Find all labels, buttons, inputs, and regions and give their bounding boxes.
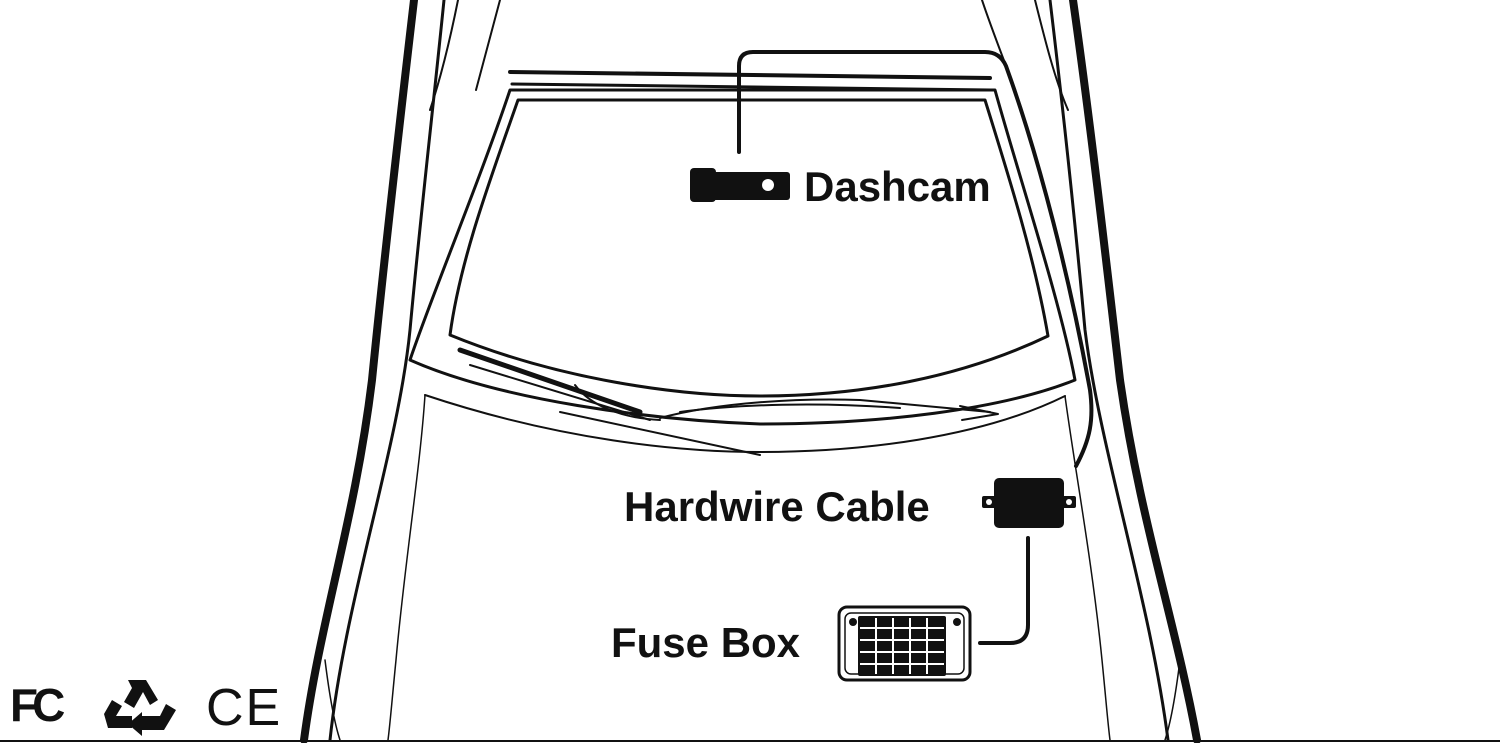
cable-route (737, 50, 1094, 645)
fuse-box-icon (837, 605, 972, 682)
car-body-outline (300, 0, 1201, 743)
windshield (408, 70, 1077, 426)
hardwire-cable-label: Hardwire Cable (624, 483, 930, 530)
fuse-box-label: Fuse Box (611, 619, 801, 666)
hardwire-cable-icon (982, 478, 1076, 528)
fc-mark-icon: FC (10, 679, 65, 731)
ce-mark-icon: CE (206, 679, 283, 737)
recycle-icon (104, 680, 176, 736)
hood (324, 394, 1181, 741)
dashcam-label: Dashcam (804, 163, 991, 210)
dashcam-icon (690, 168, 790, 202)
windshield-wipers (457, 347, 999, 456)
